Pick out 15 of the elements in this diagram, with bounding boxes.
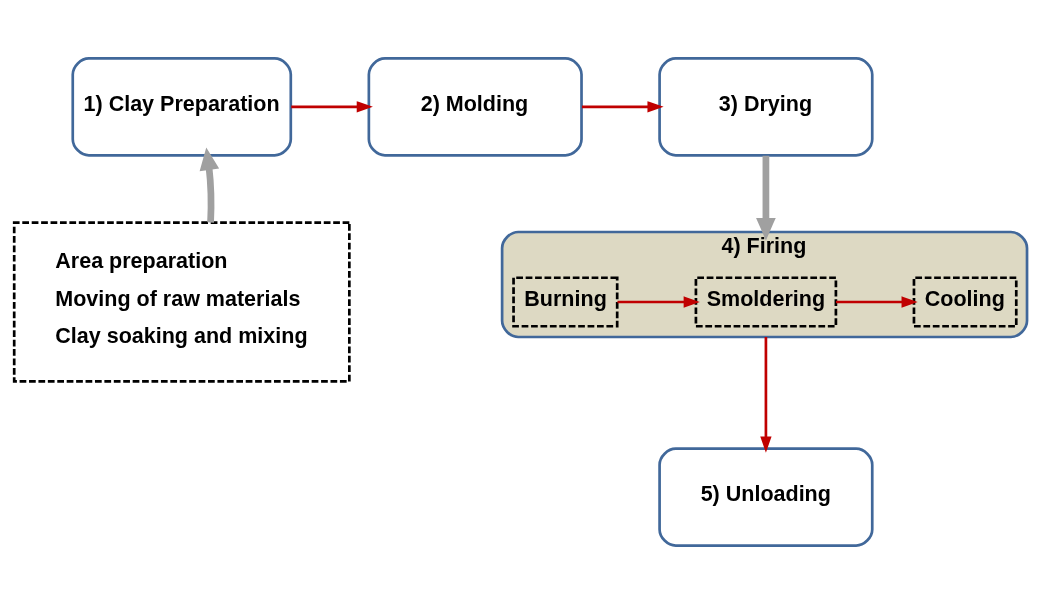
arrow (756, 155, 776, 240)
arrow (617, 295, 700, 308)
arrow (835, 295, 918, 308)
node-box: 2) Molding (367, 56, 583, 157)
arrow (760, 336, 772, 453)
arrow (581, 100, 664, 112)
node-box: 1) Clay Preparation (71, 56, 293, 157)
arrow (291, 100, 373, 112)
node-box: Area preparation Moving of raw materials Clay soaking and mixing (12, 220, 351, 383)
node-box: 5) Unloading (658, 446, 874, 547)
node-box: 3) Drying (658, 56, 874, 157)
node-box: Smoldering (694, 275, 838, 328)
arrow (199, 146, 220, 223)
node-box: Cooling (912, 275, 1018, 328)
node-box: Burning (512, 275, 619, 328)
